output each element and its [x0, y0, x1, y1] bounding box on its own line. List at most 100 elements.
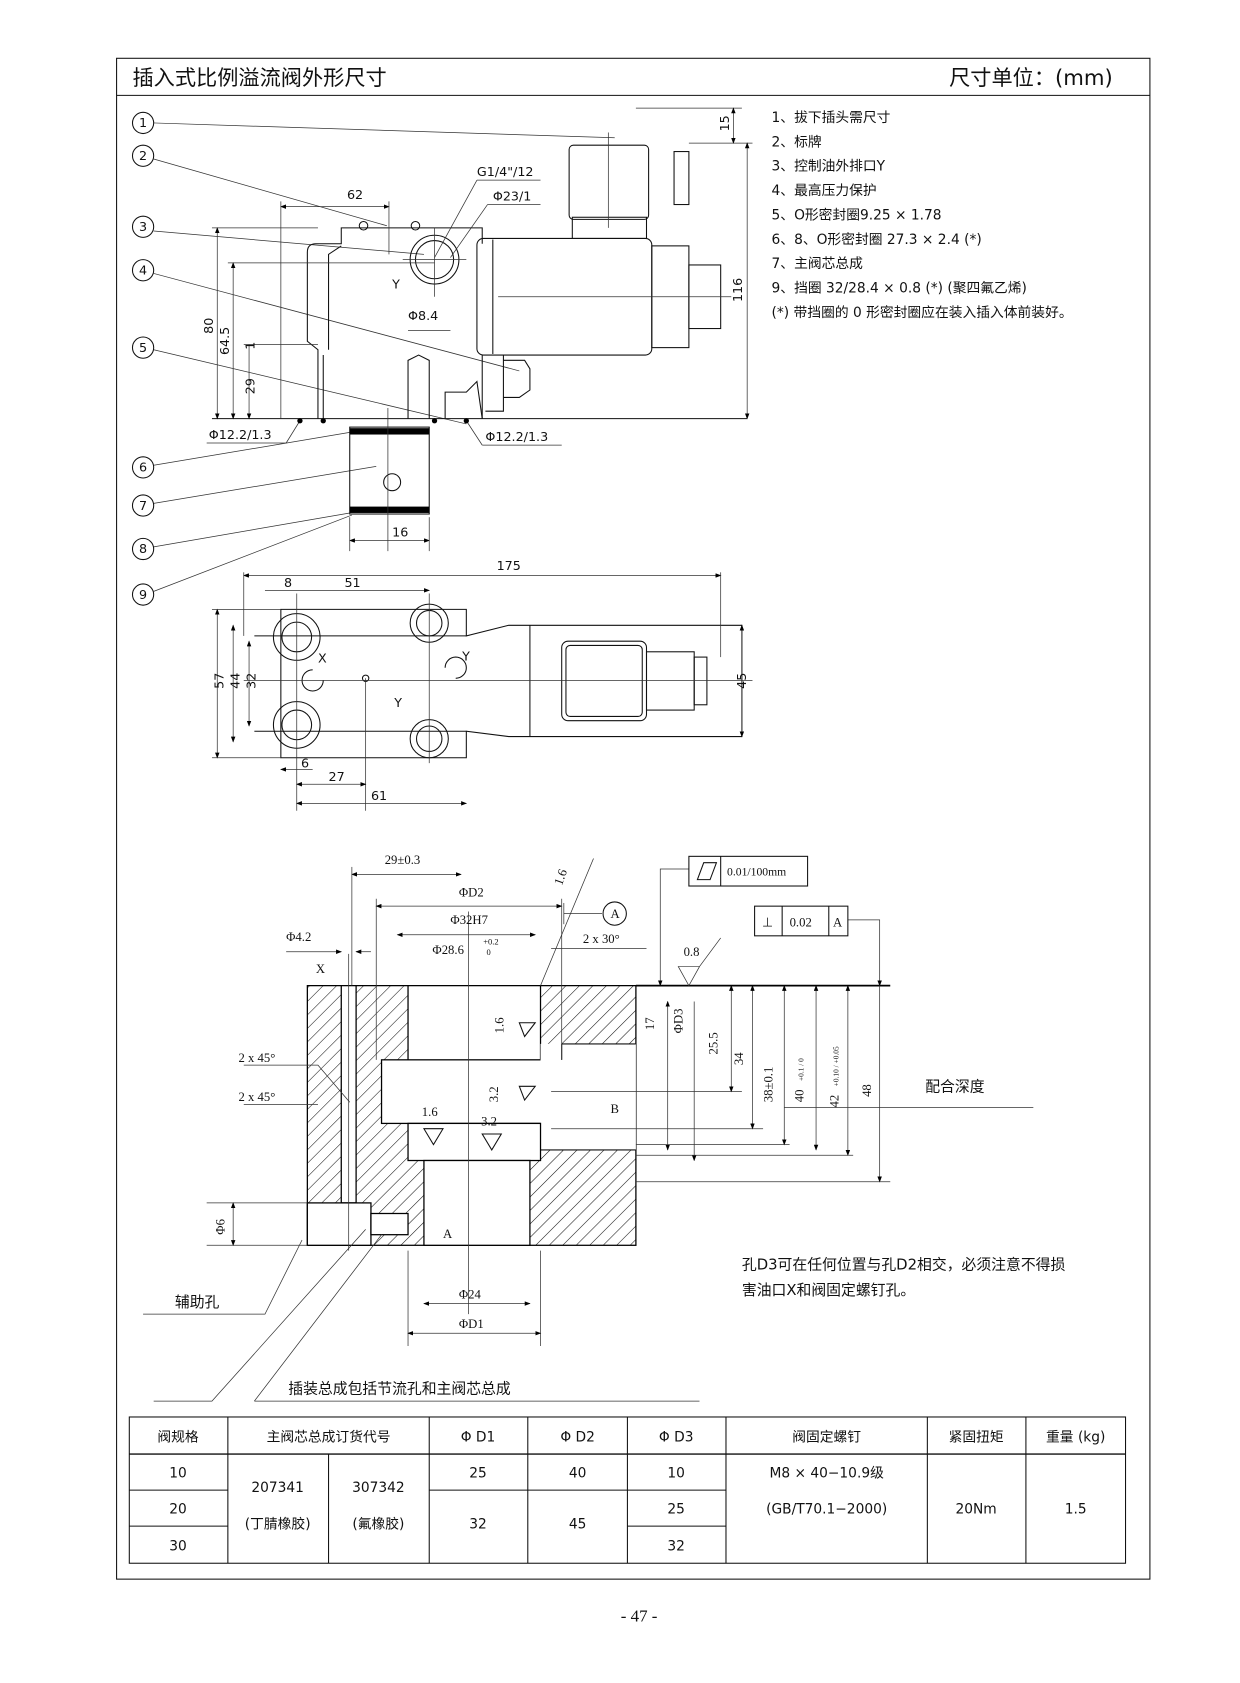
- phi-28-6: Φ28.6: [432, 943, 464, 957]
- perp-value: 0.02: [790, 915, 812, 929]
- perp-datum: A: [833, 915, 843, 929]
- dim-17: 17: [643, 1017, 657, 1030]
- cell-code-nbr: 207341: [251, 1480, 304, 1496]
- cell-size-10: 10: [169, 1465, 187, 1481]
- page-number: - 47 -: [621, 1607, 658, 1626]
- cell-size-20: 20: [169, 1501, 187, 1517]
- phi-32h7: Φ32H7: [450, 913, 488, 927]
- dim-175: 175: [497, 558, 521, 573]
- seal-left-label: Φ12.2/1.3: [209, 427, 272, 442]
- svg-text:3: 3: [139, 219, 147, 234]
- assembly-note: 插装总成包括节流孔和主阀芯总成: [288, 1381, 511, 1398]
- phi-8-4: Φ8.4: [408, 308, 438, 323]
- perp-symbol: ⊥: [762, 914, 773, 929]
- svg-text:8: 8: [139, 541, 147, 556]
- dim-1: 1: [242, 342, 257, 350]
- dim-27: 27: [329, 769, 345, 784]
- dim-32: 32: [243, 673, 258, 689]
- cell-d1-32: 32: [469, 1516, 487, 1532]
- balloon-7: 7: [131, 494, 155, 517]
- dim-6: 6: [301, 755, 309, 770]
- elevation-view: 1 2 3 4 5 6 7 8 9: [131, 107, 753, 606]
- note-1: 1、拔下插头需尺寸: [772, 110, 891, 126]
- dim-40: 40: [792, 1090, 806, 1103]
- datum-a-circle: [602, 901, 627, 926]
- port-y-label-2: Y: [393, 695, 402, 710]
- dim-45: 45: [734, 673, 749, 689]
- svg-text:7: 7: [139, 498, 147, 513]
- port-x-section: X: [316, 962, 325, 976]
- dim-62: 62: [347, 187, 363, 202]
- rough-1-6-bore: 1.6: [492, 1017, 506, 1033]
- perpendicularity-frame: [754, 905, 849, 937]
- cavity-section-view: 29±0.3 ΦD2 Φ32H7 Φ28.6 +0.2 0 Φ4.2 X 1.6…: [143, 853, 1065, 1402]
- d3-note-line-2: 害油口X和阀固定螺钉孔。: [742, 1282, 915, 1299]
- header-weight: 重量 (kg): [1046, 1429, 1105, 1445]
- dim-51: 51: [344, 575, 360, 590]
- header-d2: Φ D2: [560, 1429, 595, 1445]
- parts-legend: 1、拔下插头需尺寸 2、标牌 3、控制油外排口Y 4、最高压力保护 5、O形密封…: [772, 110, 1073, 321]
- plan-connector: [561, 640, 648, 722]
- dim-42-tol: +0.10 / +0.05: [831, 1046, 840, 1086]
- cell-d1-25: 25: [469, 1465, 487, 1481]
- phi-d3: ΦD3: [672, 1009, 686, 1034]
- dim-38: 38±0.1: [762, 1067, 776, 1103]
- rough-0-8: 0.8: [684, 945, 700, 959]
- phi-24: Φ24: [459, 1287, 482, 1301]
- header-screw: 阀固定螺钉: [792, 1429, 861, 1445]
- cell-code-fkm: 307342: [352, 1480, 405, 1496]
- port-a: A: [443, 1227, 453, 1241]
- balloon-9: 9: [131, 583, 155, 606]
- cell-code-nbr-material: (丁腈橡胶): [245, 1515, 311, 1532]
- tol-upper: +0.2: [483, 936, 498, 946]
- dim-42: 42: [827, 1095, 841, 1108]
- svg-text:5: 5: [139, 340, 147, 355]
- dim-80: 80: [201, 318, 216, 334]
- balloon-4: 4: [131, 259, 155, 282]
- page-title: 插入式比例溢流阀外形尺寸: [132, 65, 386, 90]
- header-order-code: 主阀芯总成订货代号: [267, 1428, 391, 1445]
- dim-40-tol: +0.1 / 0: [796, 1058, 805, 1081]
- balloon-6: 6: [131, 456, 155, 479]
- balloon-5: 5: [131, 336, 155, 359]
- rough-3-2-bore: 3.2: [487, 1086, 501, 1102]
- dim-15: 15: [717, 115, 732, 131]
- thread-label: G1/4"/12: [477, 164, 534, 179]
- dim-48: 48: [860, 1084, 874, 1097]
- port-b: B: [610, 1102, 618, 1116]
- dim-34: 34: [732, 1052, 746, 1065]
- note-8: 9、挡圈 32/28.4 × 0.8 (*) (聚四氟乙烯): [772, 281, 1027, 297]
- note-4: 4、最高压力保护: [772, 182, 877, 199]
- header-size: 阀规格: [157, 1429, 199, 1445]
- header-torque: 紧固扭矩: [949, 1429, 1004, 1445]
- page-frame: [116, 57, 1151, 1580]
- svg-text:9: 9: [139, 587, 147, 602]
- datum-a: A: [610, 907, 620, 921]
- cell-weight: 1.5: [1065, 1501, 1087, 1517]
- phi-23: Φ23/1: [493, 188, 532, 203]
- cell-torque: 20Nm: [955, 1501, 996, 1517]
- dim-16: 16: [392, 524, 408, 539]
- dim-61: 61: [371, 788, 387, 803]
- dim-57: 57: [212, 673, 227, 689]
- chamfer-45-a: 2 x 45°: [238, 1051, 275, 1065]
- rough-3-2-low: 3.2: [481, 1115, 497, 1129]
- plan-view: 175 8 51 57 44 32 45 6 27 61 X Y Y: [212, 558, 753, 811]
- flatness-value: 0.01/100mm: [727, 865, 786, 878]
- cell-code-fkm-material: (氟橡胶): [352, 1515, 404, 1532]
- note-2: 2、标牌: [772, 133, 822, 150]
- svg-text:1: 1: [139, 115, 147, 130]
- flatness-icon: [696, 862, 718, 881]
- phi-6: Φ6: [214, 1219, 228, 1235]
- phi-d1: ΦD1: [459, 1317, 484, 1331]
- svg-text:2: 2: [139, 148, 147, 163]
- svg-text:4: 4: [139, 262, 147, 277]
- cell-d2-40: 40: [569, 1465, 587, 1481]
- chamfer-30: 2 x 30°: [583, 932, 620, 946]
- balloon-2: 2: [131, 144, 155, 167]
- dim-29: 29: [242, 378, 257, 394]
- cell-d3-10: 10: [667, 1465, 685, 1481]
- note-7: 7、主阀芯总成: [772, 256, 864, 272]
- cell-screw: M8 × 40−10.9级: [769, 1465, 884, 1481]
